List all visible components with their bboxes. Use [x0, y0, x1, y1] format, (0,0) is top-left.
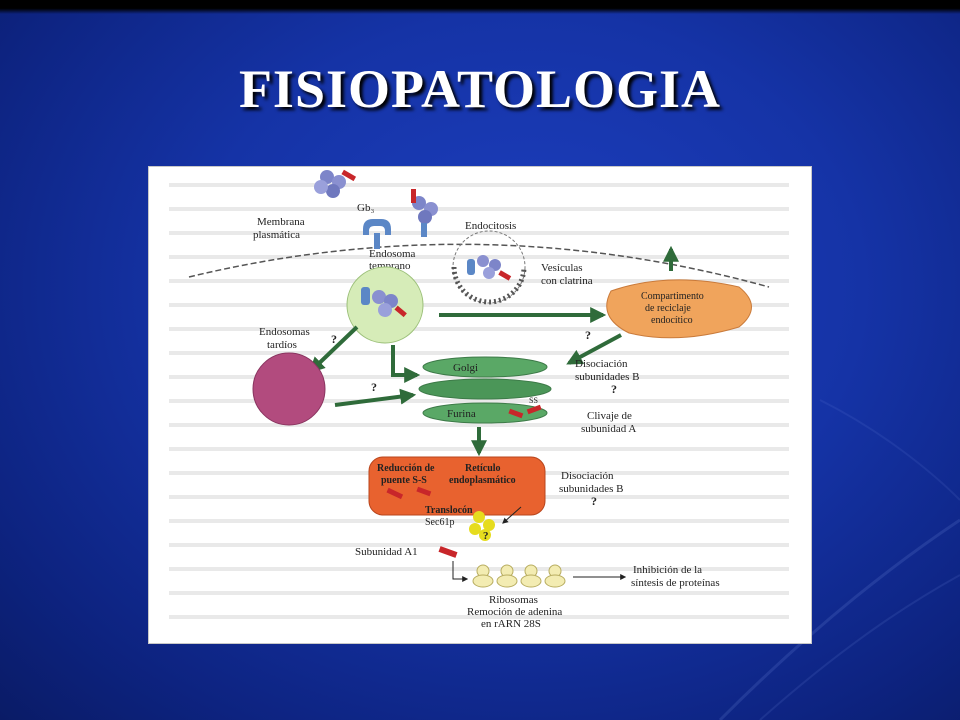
- slide-title: FISIOPATOLOGIA: [238, 59, 722, 119]
- recycling-label-2: de reciclaje: [645, 303, 691, 314]
- clathrin-vesicles-label: Vesículas: [541, 262, 583, 274]
- er-reduction-label-2: puente S-S: [381, 475, 427, 486]
- late-endosomes-label-2: tardíos: [267, 339, 297, 351]
- er-toxin-b-part: [416, 486, 432, 497]
- er-reduction-label: Reducción de: [377, 463, 435, 474]
- question-mark-dissociation-top: ?: [611, 382, 617, 396]
- cleaved-subunit-a: [508, 404, 542, 419]
- sec61-translocon-channel: [469, 511, 495, 541]
- ribosomes: [472, 564, 566, 588]
- er-label-2: endoplasmático: [449, 475, 516, 486]
- membrane-label-2: plasmática: [253, 229, 300, 241]
- early-endosome-label: Endosoma: [369, 248, 416, 260]
- question-mark-late-golgi: ?: [371, 380, 377, 394]
- arrow-late-to-golgi: [334, 388, 417, 407]
- furin-label: Furina: [447, 408, 476, 420]
- clathrin-coated-vesicle: [451, 230, 527, 305]
- late-endosomes-label: Endosomas: [259, 326, 310, 338]
- cleavage-a-label: Clivaje de: [587, 410, 632, 422]
- recycling-label: Compartimento: [641, 291, 704, 302]
- sec61-label: Sec61p: [425, 517, 454, 528]
- gb3-label: Gb₃: [357, 202, 374, 214]
- early-endosome: [346, 266, 424, 344]
- pathophysiology-figure: Membrana plasmática Gb₃ Endocitosis: [149, 167, 811, 643]
- arrow-recycling-to-golgi: [566, 333, 622, 365]
- gb3-receptor: [363, 219, 391, 249]
- subunit-a1-label: Subunidad A1: [355, 546, 418, 558]
- question-mark-early-late: ?: [331, 332, 337, 346]
- arrow-a1-to-ribosomes: [452, 561, 469, 582]
- golgi-apparatus: [418, 356, 552, 424]
- gb3-receptor-bound-toxin: [411, 189, 438, 237]
- ribosomes-label-3: en rARN 28S: [481, 618, 541, 630]
- cleavage-a-label-2: subunidad A: [581, 423, 636, 435]
- dissociation-b-bottom-label: Disociación: [561, 470, 614, 482]
- arrow-early-to-late: [308, 325, 359, 374]
- endocytic-recycling-compartment: [606, 279, 752, 339]
- er-label: Retículo: [465, 463, 501, 474]
- arrow-early-to-golgi: [391, 345, 421, 383]
- pathophysiology-diagram: Membrana plasmática Gb₃ Endocitosis: [169, 169, 789, 630]
- arrow-er-to-translocon: [502, 506, 522, 524]
- question-mark-dissociation-bottom: ?: [591, 494, 597, 508]
- plasma-membrane: [188, 243, 770, 288]
- dissociation-b-top-label-2: subunidades B: [575, 371, 639, 383]
- question-mark-translocon: ?: [483, 530, 489, 542]
- er-toxin-a-part: [386, 487, 404, 500]
- late-endosome: [252, 352, 326, 426]
- recycling-label-3: endocítico: [651, 315, 693, 326]
- endoplasmic-reticulum: [368, 456, 546, 516]
- dissociation-b-bottom-label-2: subunidades B: [559, 483, 623, 495]
- inhibition-label: Inhibición de la: [633, 564, 702, 576]
- endocytosis-label: Endocitosis: [465, 220, 516, 232]
- dissociation-b-top-label: Disociación: [575, 358, 628, 370]
- ribosomes-label: Ribosomas: [489, 594, 538, 606]
- subunit-a1: [438, 546, 458, 558]
- inhibition-label-2: síntesis de proteínas: [631, 577, 720, 589]
- shiga-toxin-molecule: [314, 169, 357, 198]
- top-edge-bar: [0, 0, 960, 14]
- golgi-label: Golgi: [453, 362, 478, 374]
- ss-label: SS: [529, 396, 538, 405]
- membrane-label: Membrana: [257, 216, 305, 228]
- translocon-label: Translocón: [425, 505, 473, 516]
- clathrin-vesicles-label-2: con clatrina: [541, 275, 593, 287]
- question-mark-recycling: ?: [585, 328, 591, 342]
- ribosomes-label-2: Remoción de adenina: [467, 606, 562, 618]
